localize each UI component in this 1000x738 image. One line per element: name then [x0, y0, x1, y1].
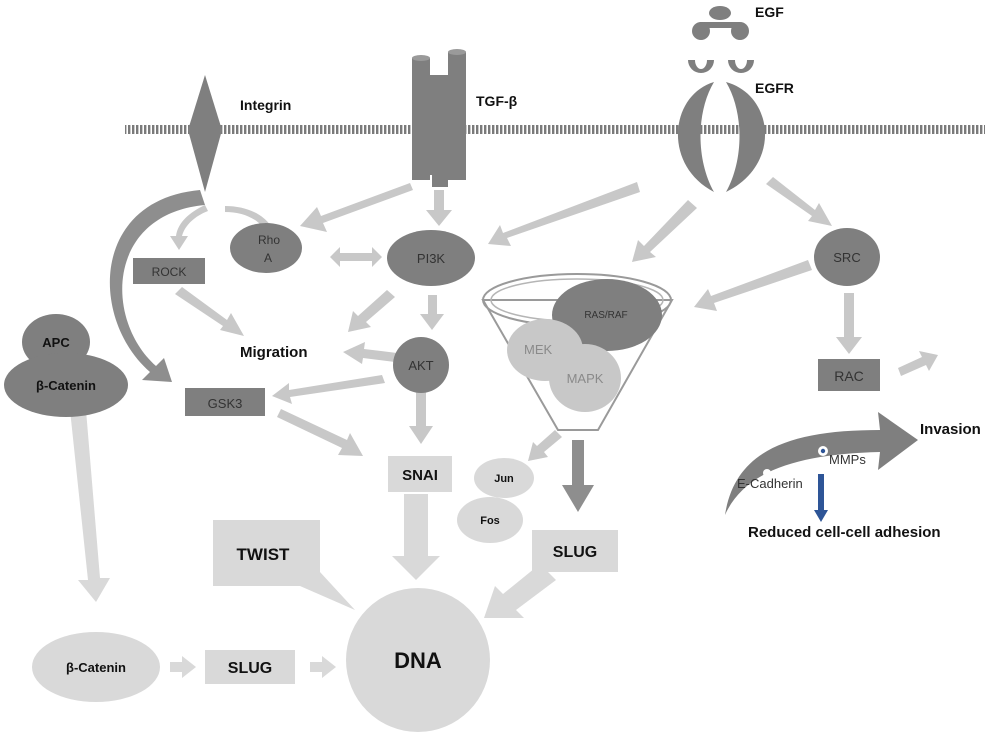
akt-node — [393, 337, 449, 393]
rac-label: RAC — [834, 368, 864, 384]
arrow-tgfb-pi3k — [426, 190, 452, 226]
slug-bottom-label: SLUG — [228, 660, 272, 677]
beta-catenin-bottom-node — [32, 632, 160, 702]
arrow-akt-migration — [343, 342, 397, 364]
dna-label: DNA — [394, 648, 442, 673]
beta-catenin-top-label: β-Catenin — [36, 378, 96, 393]
egfr-label: EGFR — [755, 80, 794, 96]
mmps-label: MMPs — [829, 452, 866, 467]
arrow-integrin-gsk3 — [109, 190, 205, 382]
gsk3-label: GSK3 — [208, 396, 243, 411]
arrow-akt-snai — [409, 392, 433, 444]
snai-label: SNAI — [402, 467, 438, 484]
egf-ligand — [692, 6, 749, 40]
arrow-slug-dna — [484, 564, 556, 618]
gsk3-node — [185, 388, 265, 416]
migration-label: Migration — [240, 344, 308, 361]
apc-label: APC — [42, 335, 70, 350]
arrow-mapk-slug — [562, 440, 594, 512]
adhesion-down-arrow — [814, 474, 828, 522]
slug-right-node — [532, 530, 618, 572]
rhoa-label-line1: Rho — [258, 233, 280, 247]
arrow-rock-migration — [175, 287, 244, 336]
reduced-adhesion-label: Reduced cell-cell adhesion — [748, 524, 941, 541]
invasion-arrow — [725, 412, 918, 515]
e-cadherin-label: E-Cadherin — [737, 476, 803, 491]
fos-node — [457, 497, 523, 543]
arrow-rac-out — [898, 351, 938, 376]
jun-node — [474, 458, 534, 498]
rasraf-label: RAS/RAF — [584, 310, 627, 321]
arrow-gsk3-snai — [277, 409, 363, 456]
src-label: SRC — [833, 250, 860, 265]
slug-bottom-node — [205, 650, 295, 684]
dna-node — [346, 588, 490, 732]
e-cadherin-marker — [763, 469, 771, 477]
twist-label: TWIST — [237, 545, 290, 564]
arrow-src-rac — [836, 293, 862, 354]
rhoa-node — [230, 223, 302, 273]
arrow-betacatenin-down — [70, 410, 110, 602]
rock-node — [133, 258, 205, 284]
arrow-tgfb-rhoa — [300, 183, 413, 232]
snai-node — [388, 456, 452, 492]
tgfb-label: TGF-β — [476, 93, 518, 109]
rac-node — [818, 359, 880, 391]
arrow-integrin-rock — [170, 205, 208, 250]
arrow-egfr-rasraf — [632, 200, 697, 262]
slug-right-label: SLUG — [553, 544, 597, 561]
twist-node — [213, 520, 355, 610]
arrow-mapk-jun — [528, 430, 562, 461]
arrow-rhoa-pi3k-bidirectional — [330, 247, 382, 267]
arrow-src-rasraf — [694, 260, 812, 311]
integrin-receptor — [188, 75, 222, 192]
jun-label: Jun — [494, 473, 514, 485]
arrow-slug-dna-bottom — [310, 656, 336, 678]
arrow-snai-dna — [392, 494, 440, 580]
mapk-label: MAPK — [567, 371, 604, 386]
arrow-akt-gsk3 — [272, 375, 385, 404]
beta-catenin-top-node — [4, 353, 128, 417]
egfr-receptor — [677, 60, 766, 192]
integrin-label: Integrin — [240, 97, 291, 113]
arrow-pi3k-migration — [348, 290, 395, 332]
mek-label: MEK — [524, 342, 553, 357]
src-node — [814, 228, 880, 286]
pi3k-node — [387, 230, 475, 286]
arrow-egfr-src — [766, 177, 832, 226]
arrow-egfr-pi3k — [488, 182, 640, 246]
tgfb-receptor — [412, 49, 466, 187]
mapk-node — [549, 344, 621, 412]
rasraf-node — [552, 279, 662, 351]
egf-label: EGF — [755, 4, 784, 20]
cell-membrane — [125, 125, 985, 134]
arrow-pi3k-akt — [420, 295, 444, 330]
pi3k-label: PI3K — [417, 251, 446, 266]
rhoa-label-line2: A — [264, 251, 272, 265]
invasion-label: Invasion — [920, 421, 981, 438]
fos-label: Fos — [480, 515, 500, 527]
akt-label: AKT — [408, 358, 433, 373]
rock-label: ROCK — [152, 265, 187, 279]
arrow-betacatenin-slug — [170, 656, 196, 678]
beta-catenin-bottom-label: β-Catenin — [66, 660, 126, 675]
